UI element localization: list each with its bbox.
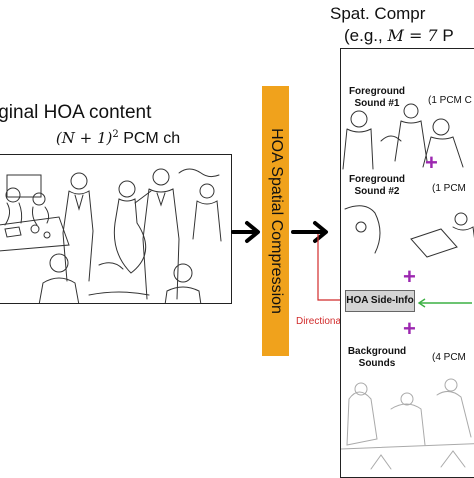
arrow-right-icon bbox=[231, 220, 261, 244]
original-content-subtitle: (N + 1)2 PCM ch bbox=[55, 129, 181, 147]
background-sounds-label: Background Sounds bbox=[347, 346, 407, 369]
foreground-sound-1-label: Foreground Sound #1 bbox=[348, 86, 406, 109]
spatial-compression-subtitle: (e.g., M = 7 P bbox=[344, 26, 454, 45]
foreground-sound-2-label: Foreground Sound #2 bbox=[348, 174, 406, 197]
spatial-compression-title: Spat. Compr bbox=[330, 4, 426, 23]
channel-count-formula: (N + 1)2 bbox=[55, 129, 119, 147]
hoa-spatial-compression-label: HOA Spatial Compression bbox=[267, 128, 285, 314]
side-info-arrow bbox=[416, 296, 474, 314]
party-scene-sketch bbox=[0, 168, 222, 303]
foreground-sound-1-pcm: (1 PCM C bbox=[428, 95, 472, 106]
plus-icon: + bbox=[403, 316, 416, 341]
compressed-scene-sketches bbox=[341, 103, 474, 470]
arrow-right-icon bbox=[291, 220, 329, 244]
plus-icon: + bbox=[425, 150, 438, 175]
hoa-spatial-compression-block: HOA Spatial Compression bbox=[262, 86, 289, 356]
original-scene-illustration bbox=[0, 154, 232, 304]
original-content-title: iginal HOA content bbox=[0, 102, 152, 123]
background-sounds-pcm: (4 PCM bbox=[432, 352, 466, 363]
hoa-side-info-box: HOA Side-Info bbox=[345, 290, 415, 312]
directional-info-label: Directional info #2 bbox=[296, 316, 377, 327]
plus-icon: + bbox=[403, 264, 416, 289]
compressed-output-panel bbox=[340, 48, 474, 478]
foreground-sound-2-pcm: (1 PCM bbox=[432, 183, 466, 194]
